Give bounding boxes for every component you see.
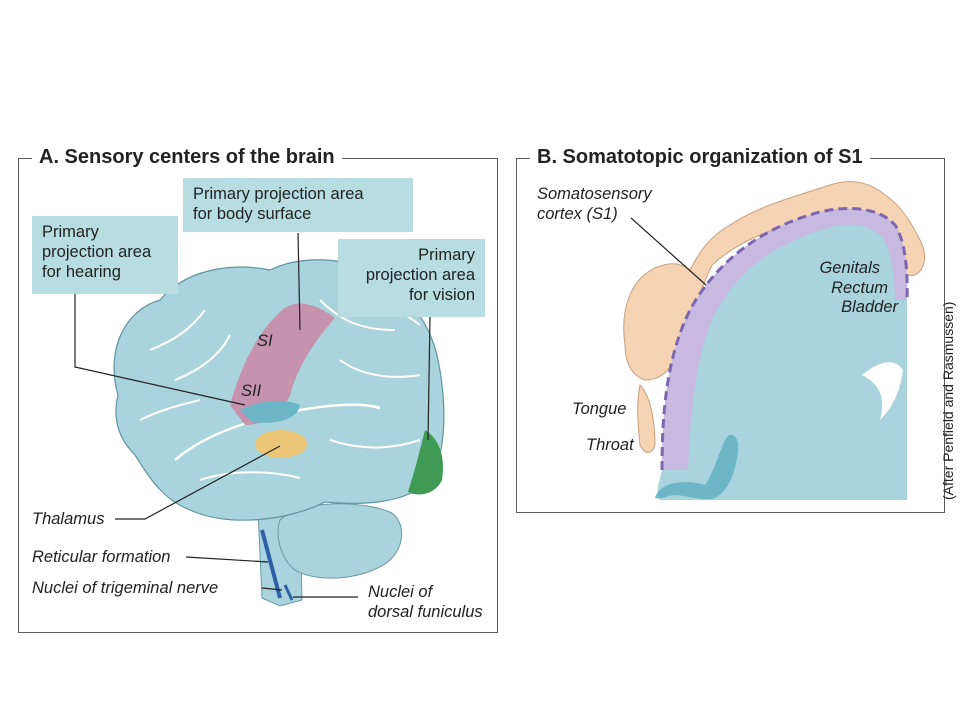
cortex-leader (630, 217, 707, 286)
box-vision: Primary projection area for vision (338, 239, 485, 317)
label-reticular: Reticular formation (32, 548, 171, 566)
hemisphere-section (623, 181, 926, 501)
box-hearing: Primary projection area for hearing (32, 216, 178, 294)
label-cortex: Somatosensory cortex (S1) (537, 185, 652, 223)
label-s1: SI (257, 332, 273, 350)
label-throat: Throat (586, 436, 634, 454)
label-dorsal-funiculus: Nuclei of dorsal funiculus (368, 583, 483, 621)
credit-text: (After Penfield and Rasmussen) (940, 301, 956, 500)
thalamus (255, 430, 307, 458)
vision-area (408, 430, 444, 495)
box-body-surface: Primary projection area for body surface (183, 178, 413, 232)
label-thalamus: Thalamus (32, 510, 105, 528)
brain-illustration (113, 259, 445, 607)
cortex-band (662, 208, 908, 471)
cerebellum (277, 503, 403, 579)
label-genitals: Genitals (819, 259, 880, 277)
label-tongue: Tongue (572, 400, 627, 418)
label-bladder: Bladder (841, 298, 898, 316)
label-rectum: Rectum (831, 279, 888, 297)
panel-a-leaders (74, 232, 431, 598)
panel-a-title: A. Sensory centers of the brain (32, 146, 342, 168)
label-trigeminal: Nuclei of trigeminal nerve (32, 579, 219, 597)
panel-b-title: B. Somatotopic organization of S1 (530, 146, 870, 168)
body-surface-area (230, 303, 335, 425)
label-s2: SII (241, 382, 262, 400)
hearing-area (240, 400, 300, 423)
